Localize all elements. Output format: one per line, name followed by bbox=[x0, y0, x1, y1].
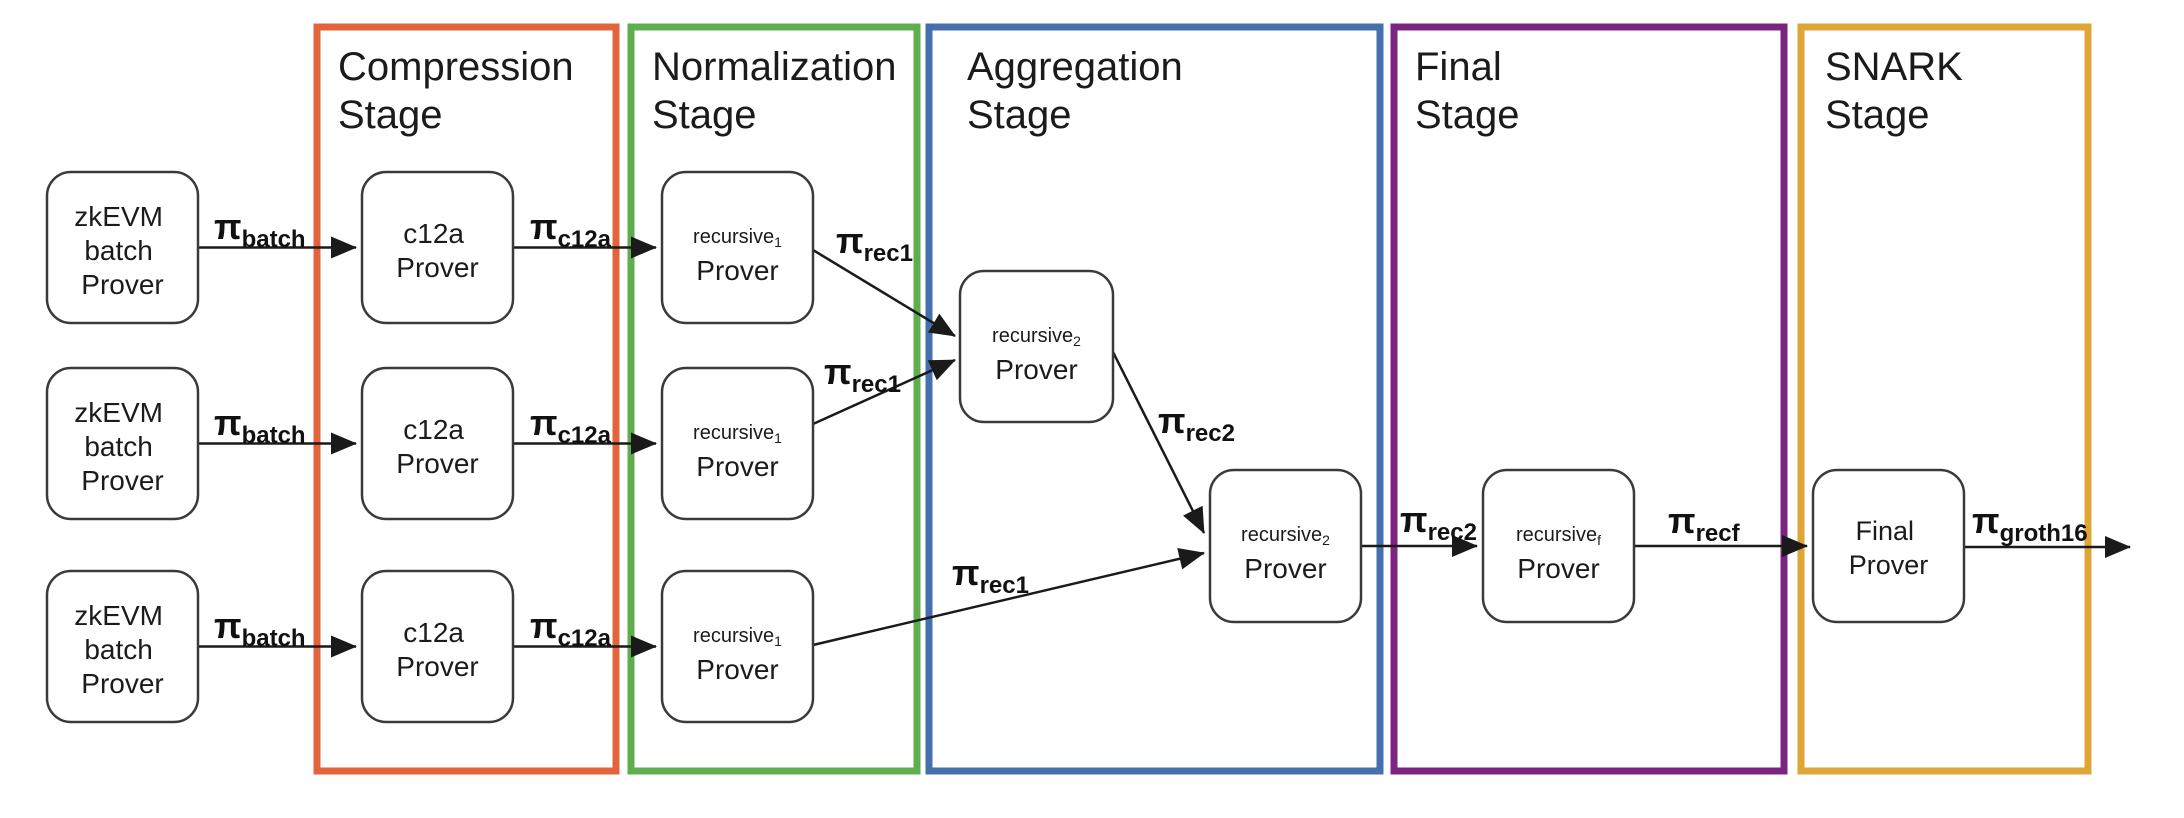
node-recursive1-prover-2-sublabel: recursive1 bbox=[693, 422, 782, 446]
node-recursivef-prover-box bbox=[1481, 468, 1636, 624]
label-pi-rec2-diagonal: πrec2 bbox=[1158, 400, 1235, 447]
edge-recursive1a-recursive2a bbox=[812, 248, 956, 338]
node-c12a-prover-1: c12a Prover bbox=[360, 170, 515, 325]
node-recursive2-prover-1-label: Prover bbox=[995, 354, 1077, 385]
node-recursive2-prover-1-sublabel: recursive2 bbox=[992, 325, 1081, 349]
stage-compression-title: Compression Stage bbox=[338, 45, 585, 137]
label-pi-rec1-2: πrec1 bbox=[824, 351, 901, 398]
node-zkevm-batch-prover-3-box bbox=[45, 569, 200, 724]
label-pi-batch-1: πbatch bbox=[214, 206, 306, 253]
node-recursive2-prover-1: recursive2 Prover bbox=[958, 269, 1115, 424]
stage-aggregation-box bbox=[925, 23, 1384, 775]
label-pi-batch-3: πbatch bbox=[214, 605, 306, 652]
stage-final-box bbox=[1390, 23, 1788, 775]
node-final-prover-label: Final Prover bbox=[1849, 516, 1929, 580]
node-zkevm-batch-prover-3-label: zkEVM batch Prover bbox=[74, 600, 170, 699]
node-zkevm-batch-prover-3: zkEVM batch Prover bbox=[45, 569, 200, 724]
node-recursive1-prover-1-label: Prover bbox=[696, 255, 778, 286]
node-zkevm-batch-prover-1-box bbox=[45, 170, 200, 325]
label-pi-recf: πrecf bbox=[1668, 500, 1741, 547]
node-recursive2-prover-2-label: Prover bbox=[1244, 553, 1326, 584]
node-recursive1-prover-3-sublabel: recursive1 bbox=[693, 625, 782, 649]
label-pi-c12a-2: πc12a bbox=[530, 402, 612, 449]
label-pi-batch-2: πbatch bbox=[214, 402, 306, 449]
stage-snark-box bbox=[1797, 23, 2092, 775]
node-c12a-prover-2-label: c12a Prover bbox=[396, 414, 478, 479]
stage-compression-box bbox=[313, 23, 620, 775]
node-c12a-prover-2-box bbox=[360, 366, 515, 521]
node-recursive1-prover-1-sublabel: recursive1 bbox=[693, 226, 782, 250]
node-recursive1-prover-1-box bbox=[660, 170, 815, 325]
node-recursive2-prover-1-box bbox=[958, 269, 1115, 424]
node-recursive1-prover-2-box bbox=[660, 366, 815, 521]
stage-aggregation-title: Aggregation Stage bbox=[967, 45, 1194, 137]
node-c12a-prover-1-label: c12a Prover bbox=[396, 218, 478, 283]
node-c12a-prover-3-label: c12a Prover bbox=[396, 617, 478, 682]
node-recursive1-prover-1: recursive1 Prover bbox=[660, 170, 815, 325]
node-c12a-prover-3-box bbox=[360, 569, 515, 724]
node-recursive1-prover-3-box bbox=[660, 569, 815, 724]
node-zkevm-batch-prover-2: zkEVM batch Prover bbox=[45, 366, 200, 521]
edge-recursive1c-recursive2b bbox=[812, 548, 1205, 647]
node-recursive2-prover-2-sublabel: recursive2 bbox=[1241, 524, 1330, 548]
node-recursive2-prover-2-box bbox=[1208, 468, 1363, 624]
label-pi-rec2-horizontal: πrec2 bbox=[1400, 499, 1477, 546]
node-recursive1-prover-2: recursive1 Prover bbox=[660, 366, 815, 521]
node-zkevm-batch-prover-2-box bbox=[45, 366, 200, 521]
node-zkevm-batch-prover-1: zkEVM batch Prover bbox=[45, 170, 200, 325]
node-zkevm-batch-prover-1-label: zkEVM batch Prover bbox=[74, 201, 170, 300]
node-recursive1-prover-2-label: Prover bbox=[696, 451, 778, 482]
node-recursive1-prover-3-label: Prover bbox=[696, 654, 778, 685]
stage-final-title: Final Stage bbox=[1415, 45, 1520, 137]
edge-recursive1b-recursive2a bbox=[812, 358, 956, 426]
edge-recursive2a-recursive2b bbox=[1111, 351, 1206, 534]
node-c12a-prover-3: c12a Prover bbox=[360, 569, 515, 724]
label-pi-rec1-1: πrec1 bbox=[836, 220, 913, 267]
stage-snark-title: SNARK Stage bbox=[1825, 45, 1974, 137]
node-recursivef-prover-sublabel: recursivef bbox=[1516, 524, 1601, 548]
label-pi-groth16: πgroth16 bbox=[1972, 500, 2088, 547]
stage-normalization-title: Normalization Stage bbox=[652, 45, 908, 137]
label-pi-c12a-1: πc12a bbox=[530, 206, 612, 253]
label-pi-rec1-3: πrec1 bbox=[952, 552, 1029, 599]
node-c12a-prover-1-box bbox=[360, 170, 515, 325]
node-zkevm-batch-prover-2-label: zkEVM batch Prover bbox=[74, 397, 170, 496]
node-recursive2-prover-2: recursive2 Prover bbox=[1208, 468, 1363, 624]
node-recursivef-prover: recursivef Prover bbox=[1481, 468, 1636, 624]
node-final-prover: Final Prover bbox=[1811, 468, 1966, 624]
node-c12a-prover-2: c12a Prover bbox=[360, 366, 515, 521]
label-pi-c12a-3: πc12a bbox=[530, 605, 612, 652]
node-recursive1-prover-3: recursive1 Prover bbox=[660, 569, 815, 724]
node-final-prover-box bbox=[1811, 468, 1966, 624]
node-recursivef-prover-label: Prover bbox=[1517, 553, 1599, 584]
stage-normalization-box bbox=[627, 23, 921, 775]
